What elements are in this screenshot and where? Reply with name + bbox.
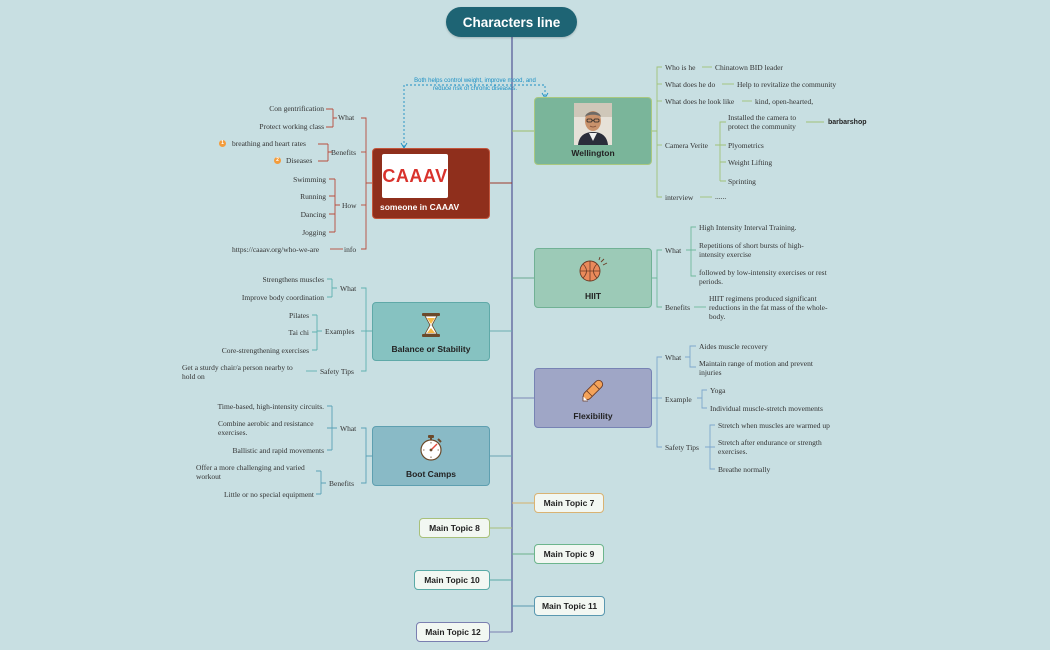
bootcamps-what-item[interactable]: Ballistic and rapid movements — [232, 446, 324, 455]
priority-1-icon: 1 — [219, 140, 226, 147]
wellington-look-value[interactable]: kind, open-hearted, — [755, 97, 814, 106]
flex-safety-item[interactable]: Stretch after endurance or strength exer… — [718, 438, 822, 456]
caaav-benefit-item[interactable]: breathing and heart rates — [232, 139, 306, 148]
hiit-what-label[interactable]: What — [665, 246, 682, 255]
topic-caaav[interactable]: CAAAV someone in CAAAV — [372, 148, 490, 219]
caaav-how-item[interactable]: Jogging — [302, 228, 326, 237]
caaav-what-item[interactable]: Protect working class — [259, 122, 324, 131]
caaav-logo-text: CAAAV — [382, 165, 448, 186]
balance-title: Balance or Stability — [391, 344, 471, 354]
relationship-note[interactable]: Both helps control weight, improve mood,… — [414, 78, 536, 92]
caaav-what-label[interactable]: What — [338, 113, 355, 122]
balance-examples-label[interactable]: Examples — [325, 327, 355, 336]
topic-flexibility[interactable]: Flexibility — [534, 368, 652, 428]
caaav-how-item[interactable]: Dancing — [300, 210, 326, 219]
caaav-info-link[interactable]: https://caaav.org/who-we-are — [232, 245, 320, 254]
main-topic-11[interactable]: Main Topic 11 — [534, 596, 605, 616]
caaav-how-item[interactable]: Swimming — [293, 175, 326, 184]
main-topic-9[interactable]: Main Topic 9 — [534, 544, 604, 564]
caaav-benefits-label[interactable]: Benefits — [331, 148, 356, 157]
balance-what-item[interactable]: Strengthens muscles — [262, 275, 324, 284]
hourglass-icon — [422, 313, 440, 337]
flex-what-item[interactable]: Aides muscle recovery — [699, 342, 768, 351]
basketball-icon — [579, 257, 608, 282]
caaav-title: someone in CAAAV — [380, 202, 460, 212]
balance-safety-value[interactable]: Get a sturdy chair/a person nearby to ho… — [182, 363, 293, 381]
yoga-mat-icon — [582, 379, 604, 402]
caaav-how-item[interactable]: Running — [300, 192, 326, 201]
hiit-benefits-value[interactable]: HIIT regimens produced significant reduc… — [709, 294, 828, 321]
wellington-camera-item[interactable]: Sprinting — [728, 177, 756, 186]
hiit-what-item[interactable]: High Intensity Interval Training. — [699, 223, 797, 232]
root-topic[interactable]: Characters line — [446, 7, 577, 37]
wellington-camera-item[interactable]: Plyometrics — [728, 141, 764, 150]
flex-example-item[interactable]: Individual muscle-stretch movements — [710, 404, 823, 413]
main-topic-10[interactable]: Main Topic 10 — [414, 570, 490, 590]
balance-example-item[interactable]: Tai chi — [288, 328, 309, 337]
caaav-logo: CAAAV — [382, 154, 448, 198]
caaav-how-label[interactable]: How — [342, 201, 357, 210]
bootcamps-what-label[interactable]: What — [340, 424, 357, 433]
bootcamps-benefit-item[interactable]: Little or no special equipment — [224, 490, 314, 499]
wellington-camera-item[interactable]: Installed the camera to protect the comm… — [728, 113, 797, 131]
caaav-what-item[interactable]: Con gentrification — [269, 104, 324, 113]
bootcamps-what-item[interactable]: Combine aerobic and resistance exercises… — [218, 419, 314, 437]
main-topic-12[interactable]: Main Topic 12 — [416, 622, 490, 642]
flex-title: Flexibility — [573, 411, 613, 421]
topic-wellington[interactable]: Wellington — [534, 97, 652, 165]
caaav-benefit-item[interactable]: Diseases — [286, 156, 313, 165]
bootcamps-what-item[interactable]: Time-based, high-intensity circuits. — [217, 402, 324, 411]
flex-what-label[interactable]: What — [665, 353, 682, 362]
wellington-camera-label[interactable]: Camera Verite — [665, 141, 708, 150]
wellington-do-value[interactable]: Help to revitalize the community — [737, 80, 837, 89]
wellington-who-label[interactable]: Who is he — [665, 63, 696, 72]
wellington-photo — [574, 103, 612, 145]
balance-example-item[interactable]: Pilates — [289, 311, 309, 320]
bootcamps-benefits-label[interactable]: Benefits — [329, 479, 354, 488]
wellington-who-value[interactable]: Chinatown BID leader — [715, 63, 783, 72]
balance-safety-label[interactable]: Safety Tips — [320, 367, 354, 376]
hiit-what-item[interactable]: followed by low-intensity exercises or r… — [699, 268, 827, 286]
hiit-what-item[interactable]: Repetitions of short bursts of high-inte… — [699, 241, 804, 259]
flex-example-item[interactable]: Yoga — [710, 386, 726, 395]
wellington-camera-item[interactable]: Weight Lifting — [728, 158, 773, 167]
wellington-interview-label[interactable]: interview — [665, 193, 694, 202]
priority-2-icon: 2 — [274, 157, 281, 164]
topic-boot-camps[interactable]: Boot Camps — [372, 426, 490, 486]
wellington-camera-sub[interactable]: barbarshop — [828, 119, 867, 126]
bootcamps-title: Boot Camps — [405, 469, 457, 479]
hiit-benefits-label[interactable]: Benefits — [665, 303, 690, 312]
balance-what-item[interactable]: Improve body coordination — [241, 293, 324, 302]
bootcamps-benefit-item[interactable]: Offer a more challenging and varied work… — [196, 463, 305, 481]
flex-example-label[interactable]: Example — [665, 395, 692, 404]
topic-hiit[interactable]: HIIT — [534, 248, 652, 308]
flex-safety-item[interactable]: Breathe normally — [718, 465, 771, 474]
main-topic-7[interactable]: Main Topic 7 — [534, 493, 604, 513]
hiit-title: HIIT — [584, 291, 602, 301]
flex-safety-label[interactable]: Safety Tips — [665, 443, 699, 452]
wellington-title: Wellington — [571, 148, 615, 158]
wellington-look-label[interactable]: What does he look like — [665, 97, 735, 106]
balance-example-item[interactable]: Core-strengthening exercises — [221, 346, 309, 355]
balance-what-label[interactable]: What — [340, 284, 357, 293]
topic-balance-stability[interactable]: Balance or Stability — [372, 302, 490, 361]
main-topic-8[interactable]: Main Topic 8 — [419, 518, 490, 538]
flex-what-item[interactable]: Maintain range of motion and prevent inj… — [699, 359, 813, 377]
wellington-do-label[interactable]: What does he do — [665, 80, 716, 89]
flex-safety-item[interactable]: Stretch when muscles are warmed up — [718, 421, 830, 430]
caaav-info-label[interactable]: info — [344, 245, 357, 254]
stopwatch-icon — [420, 435, 442, 461]
wellington-interview-value[interactable]: ...... — [715, 192, 727, 201]
